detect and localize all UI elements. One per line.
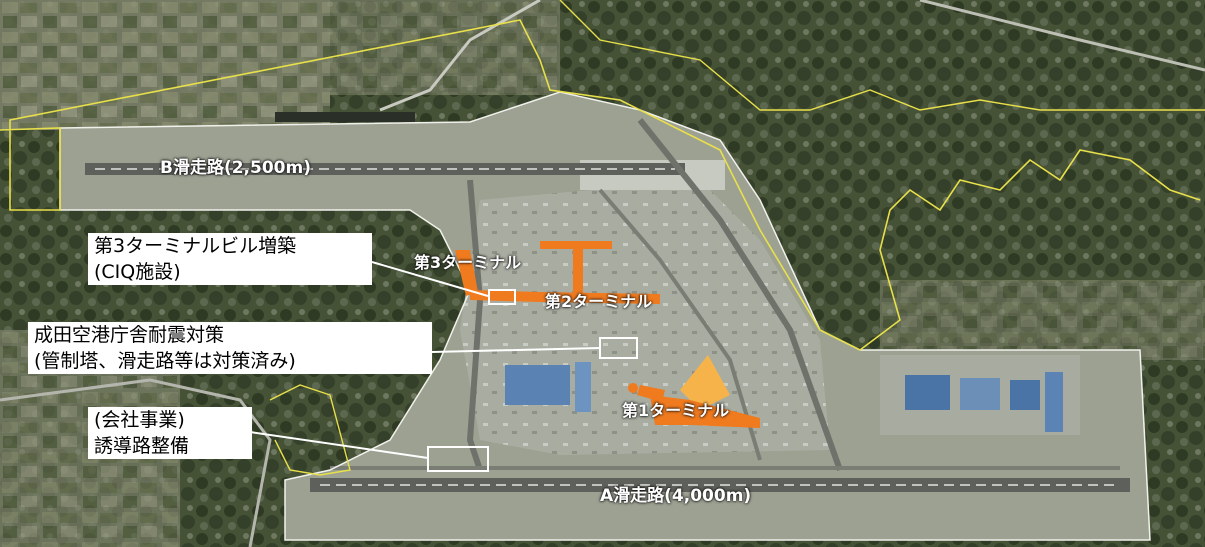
callout-taxiway: (会社事業) 誘導路整備 [88,407,252,459]
callout-seismic: 成田空港庁舎耐震対策 (管制塔、滑走路等は対策済み) [28,322,432,374]
north-hangar [275,112,415,122]
farmland-east [880,280,1205,360]
highway-east [919,0,1205,72]
project-box-t3 [488,289,516,305]
label-terminal-2: 第2ターミナル [545,292,653,311]
callout-t3-expansion: 第3ターミナルビル増築 (CIQ施設) [88,233,372,285]
label-terminal-1: 第1ターミナル [622,401,730,420]
callout-t3-expansion-line1: 第3ターミナルビル増築 [94,235,297,257]
taxiway-inner [598,188,762,461]
cargo-building-2 [960,378,1000,410]
farmland-west [0,0,330,130]
callout-taxiway-line2: 誘導路整備 [94,435,190,457]
airport-boundary [59,91,1151,541]
label-terminal-3: 第3ターミナル [414,253,522,272]
taxiway-diagonal [637,118,843,472]
municipal-boundary [0,19,1201,351]
cargo-building-1 [905,375,950,410]
cargo-building-4 [1045,372,1063,432]
leader-line-t3 [371,261,489,297]
central-building-2 [575,362,591,412]
label-runway-b: B滑走路(2,500m) [160,158,311,178]
cargo-building-3 [1010,380,1040,410]
callout-seismic-line1: 成田空港庁舎耐震対策 [34,324,225,346]
callout-taxiway-line1: (会社事業) [94,409,185,431]
taxiway-west [466,179,484,471]
terminal-1-highlight [628,355,760,428]
central-building-1 [505,365,570,405]
municipal-boundary-north [559,0,1205,111]
farmland-northwest [330,0,560,95]
callout-seismic-line2: (管制塔、滑走路等は対策済み) [34,350,296,372]
leader-line-taxiway [249,431,429,459]
municipal-boundary-southwest [269,384,351,476]
highway [379,0,541,112]
terminal-2-highlight [455,241,660,304]
project-box-taxiway [427,446,489,472]
label-runway-a: A滑走路(4,000m) [600,486,752,506]
project-box-seismic [599,337,638,359]
leader-line-seismic [431,347,601,353]
callout-t3-expansion-line2: (CIQ施設) [94,261,181,283]
highway-south [0,378,272,547]
